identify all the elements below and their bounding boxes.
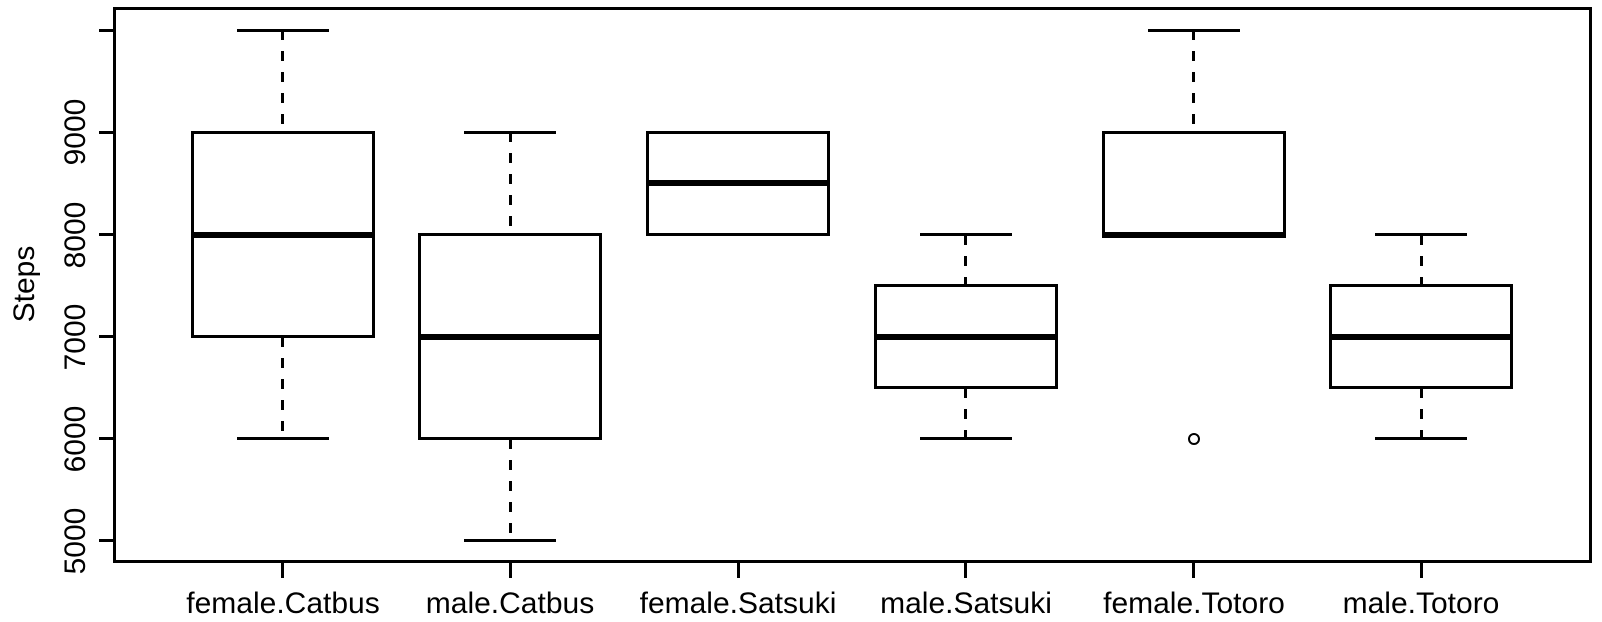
y-tick-label: 9000 [59, 98, 92, 166]
upper-whisker-cap [1375, 233, 1467, 236]
x-category-label: male.Totoro [1342, 587, 1500, 620]
plot-area [113, 7, 1592, 563]
y-tick [99, 335, 115, 338]
lower-whisker-cap [1375, 437, 1467, 440]
y-tick [99, 233, 115, 236]
x-tick [1192, 562, 1195, 578]
x-category-label: male.Satsuki [880, 587, 1052, 620]
lower-whisker [1420, 388, 1423, 439]
lower-whisker [964, 388, 967, 439]
x-tick [737, 562, 740, 578]
x-tick [281, 562, 284, 578]
median-line [874, 334, 1058, 340]
upper-whisker-cap [464, 131, 556, 134]
upper-whisker-cap [237, 29, 329, 32]
x-category-label: female.Satsuki [639, 587, 837, 620]
upper-whisker [1420, 235, 1423, 286]
median-line [1329, 334, 1513, 340]
y-tick [99, 29, 115, 32]
box-female.Totoro [1102, 131, 1286, 236]
median-line [191, 232, 375, 238]
y-axis-title: Steps [8, 245, 41, 323]
x-tick [1420, 562, 1423, 578]
lower-whisker [281, 337, 284, 439]
lower-whisker-cap [464, 539, 556, 542]
upper-whisker [964, 235, 967, 286]
y-tick [99, 437, 115, 440]
x-tick [509, 562, 512, 578]
median-line [1102, 232, 1286, 238]
y-tick [99, 539, 115, 542]
outlier-point [1188, 433, 1200, 445]
median-line [418, 334, 602, 340]
x-category-label: female.Totoro [1103, 587, 1285, 620]
upper-whisker [281, 30, 284, 132]
upper-whisker [509, 132, 512, 234]
x-category-label: female.Catbus [186, 587, 380, 620]
x-category-label: male.Catbus [425, 587, 595, 620]
lower-whisker-cap [920, 437, 1012, 440]
lower-whisker [509, 439, 512, 541]
upper-whisker-cap [1148, 29, 1240, 32]
median-line [646, 180, 830, 186]
upper-whisker [1192, 30, 1195, 132]
x-tick [964, 562, 967, 578]
y-tick [99, 131, 115, 134]
upper-whisker-cap [920, 233, 1012, 236]
lower-whisker-cap [237, 437, 329, 440]
